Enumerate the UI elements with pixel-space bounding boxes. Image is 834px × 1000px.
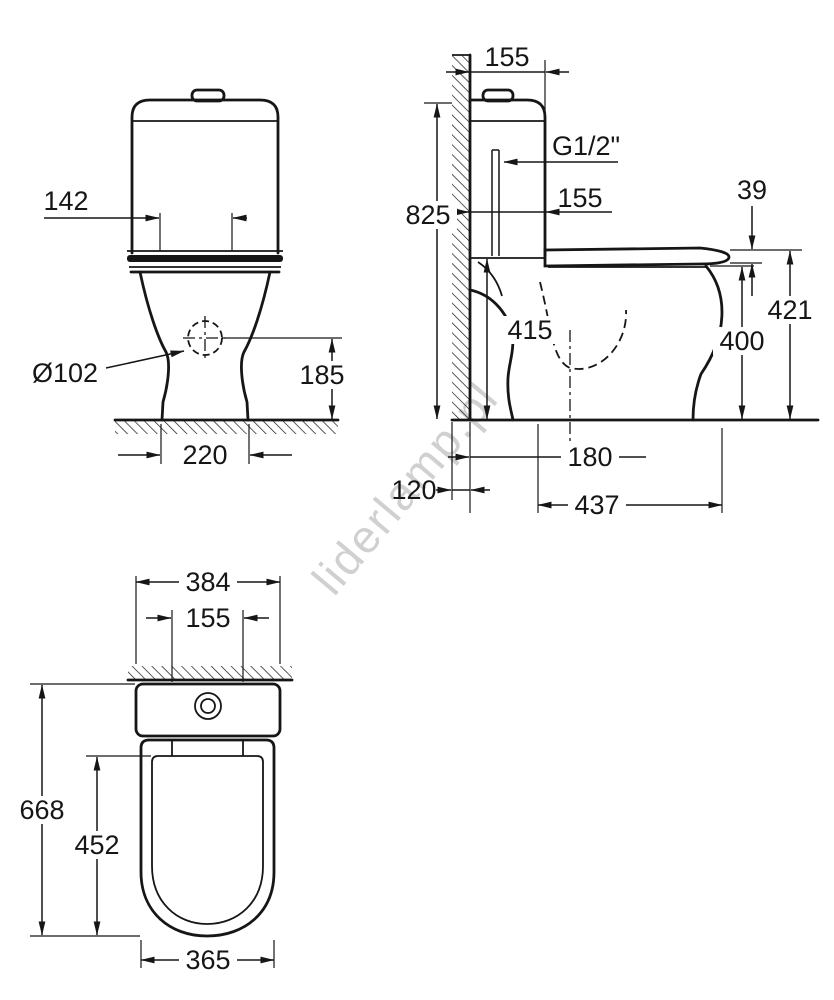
dim-bowl-width: 365 xyxy=(140,940,275,975)
flush-button-side xyxy=(481,88,515,103)
dim-label-452: 452 xyxy=(74,830,119,860)
dim-bowl-depth: 437 xyxy=(537,424,723,520)
dim-label-155-side: 155 xyxy=(557,183,602,213)
dim-bowl-length: 452 xyxy=(68,755,151,936)
flush-button-outer xyxy=(194,692,222,720)
dim-label-384: 384 xyxy=(185,567,230,597)
side-view: 155 G1/2" 155 39 421 xyxy=(391,42,820,520)
leader-line xyxy=(105,350,185,369)
flush-button-front xyxy=(190,88,226,103)
outlet-symbol xyxy=(183,316,227,360)
trap-hidden-line xyxy=(539,281,627,370)
dim-label-g12: G1/2" xyxy=(552,131,620,161)
dim-rim-height: 400 xyxy=(710,265,771,420)
flush-button-inner xyxy=(200,698,216,714)
dim-label-155-topview: 155 xyxy=(185,603,230,633)
dim-outlet-diameter: Ø102 xyxy=(32,350,185,388)
dim-cistern-top-depth: 155 xyxy=(446,42,569,112)
dim-label-365: 365 xyxy=(185,945,230,975)
dim-label-400: 400 xyxy=(719,326,764,356)
bowl-top xyxy=(139,738,276,938)
dim-hinge-spacing-top: 155 xyxy=(146,603,269,682)
bowl-side xyxy=(468,257,724,466)
seat-front xyxy=(127,250,283,274)
dim-base-width: 220 xyxy=(118,424,292,470)
dim-cistern-width: 384 xyxy=(135,567,281,664)
cistern-top xyxy=(134,682,282,738)
dim-bowl-back-height: 415 xyxy=(483,258,559,420)
wall-hatch xyxy=(452,55,470,420)
dim-seat-height: 421 xyxy=(761,250,819,420)
wall-hatch-top xyxy=(128,666,292,680)
dim-outlet-wall-distance: 180 xyxy=(448,422,646,513)
dim-cistern-depth: 155 xyxy=(448,183,612,216)
dim-label-437: 437 xyxy=(574,490,619,520)
dim-label-421: 421 xyxy=(767,295,812,325)
bowl-front xyxy=(138,270,272,422)
dim-total-depth: 668 xyxy=(13,683,140,937)
front-view: 142 Ø102 185 220 xyxy=(32,88,351,470)
top-view: 384 155 668 452 xyxy=(13,567,294,975)
dim-label-o102: Ø102 xyxy=(32,358,98,388)
dim-label-155-top: 155 xyxy=(484,42,529,72)
cistern-front xyxy=(130,88,280,255)
seat-opening xyxy=(151,755,264,925)
dim-label-825: 825 xyxy=(405,200,450,230)
dim-label-668: 668 xyxy=(19,795,64,825)
cistern-side xyxy=(468,88,547,258)
dim-outlet-height: 185 xyxy=(224,337,351,420)
dim-label-39: 39 xyxy=(737,175,767,205)
dim-label-120: 120 xyxy=(391,475,436,505)
dim-label-180: 180 xyxy=(567,442,612,472)
dim-wall-offset: 120 xyxy=(391,422,490,505)
seat-side xyxy=(543,246,731,268)
dim-hinge-spacing-front: 142 xyxy=(43,186,247,251)
dim-label-142: 142 xyxy=(43,186,88,216)
dim-total-height: 825 xyxy=(399,102,457,420)
dim-label-220: 220 xyxy=(182,440,227,470)
dim-label-185: 185 xyxy=(299,360,344,390)
floor-hatch xyxy=(115,421,338,434)
dim-label-415: 415 xyxy=(507,315,552,345)
dim-seat-thickness: 39 xyxy=(730,175,802,296)
dim-supply-connection: G1/2" xyxy=(503,131,620,166)
